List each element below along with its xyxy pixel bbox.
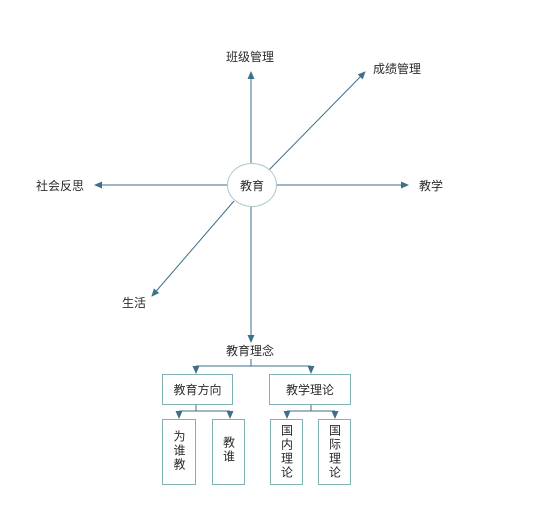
branch-grade-management: 成绩管理 bbox=[373, 62, 422, 76]
leaf-for-whom: 为谁教 bbox=[162, 419, 196, 485]
leaf-for-whom-label: 为谁教 bbox=[172, 430, 186, 472]
leaf-international-theory: 国际理论 bbox=[318, 419, 351, 485]
tree-connector-right bbox=[287, 405, 335, 412]
leaf-domestic-theory: 国内理论 bbox=[270, 419, 303, 485]
leaf-whom-label: 教谁 bbox=[221, 436, 236, 464]
tree-connector-top bbox=[196, 359, 311, 367]
leaf-domestic-theory-label: 国内理论 bbox=[279, 424, 294, 480]
branch-teaching: 教学 bbox=[419, 179, 444, 193]
arrow-to-life bbox=[151, 200, 235, 297]
tree-connector-left bbox=[179, 405, 230, 412]
arrow-to-grade-management bbox=[268, 71, 366, 171]
branch-life: 生活 bbox=[122, 296, 147, 310]
center-node: 教育 bbox=[227, 163, 277, 207]
branch-social-reflection: 社会反思 bbox=[36, 179, 85, 193]
node-education-direction: 教育方向 bbox=[162, 374, 233, 405]
leaf-whom: 教谁 bbox=[212, 419, 245, 485]
node-teaching-theory-label: 教学理论 bbox=[285, 383, 334, 397]
center-node-label: 教育 bbox=[239, 178, 264, 193]
node-education-direction-label: 教育方向 bbox=[173, 383, 222, 397]
node-teaching-theory: 教学理论 bbox=[269, 374, 351, 405]
leaf-international-theory-label: 国际理论 bbox=[327, 424, 342, 480]
branch-education-philosophy: 教育理念 bbox=[226, 344, 275, 358]
branch-class-management: 班级管理 bbox=[226, 50, 275, 64]
